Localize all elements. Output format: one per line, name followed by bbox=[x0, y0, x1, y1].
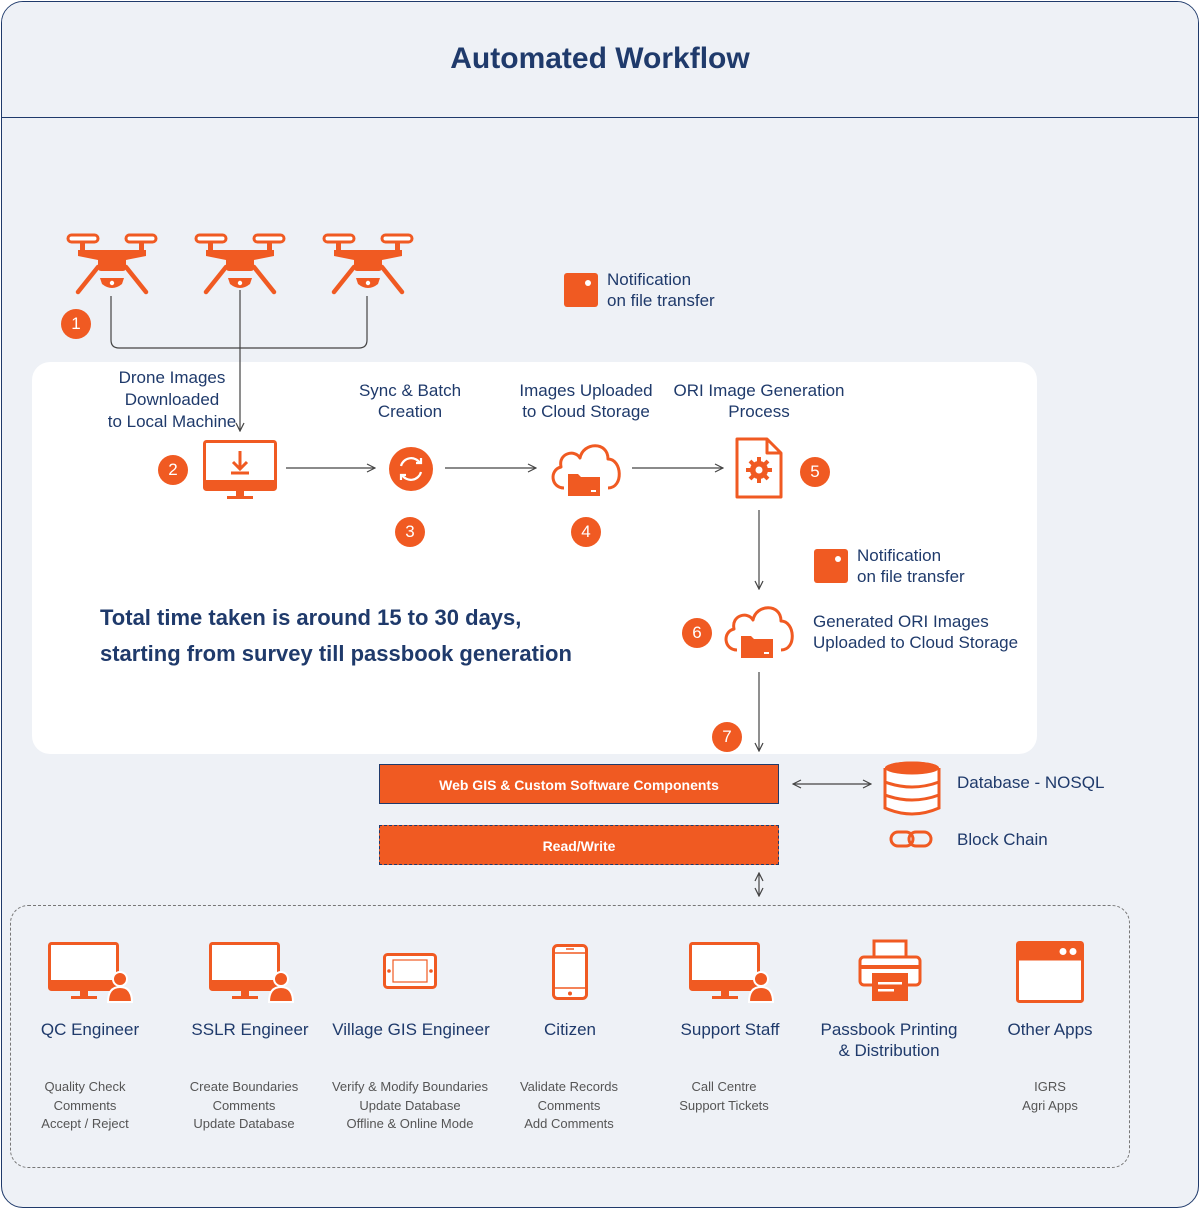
total-time-notice: Total time taken is around 15 to 30 days… bbox=[100, 605, 572, 666]
step-number-4: 4 bbox=[571, 517, 601, 547]
database-icon bbox=[883, 761, 941, 816]
database-label: Database - NOSQL bbox=[957, 773, 1105, 792]
drone-icon bbox=[194, 233, 286, 295]
step-number-5: 5 bbox=[800, 457, 830, 487]
drone-icon bbox=[66, 233, 158, 295]
step-number-3: 3 bbox=[395, 517, 425, 547]
download-monitor-icon bbox=[203, 440, 277, 499]
drone-bracket-line bbox=[110, 296, 368, 349]
user-title-support-staff: Support Staff bbox=[680, 1020, 780, 1039]
step-number-7: 7 bbox=[712, 722, 742, 752]
monitor-user-icon bbox=[209, 942, 295, 1003]
monitor-user-icon bbox=[689, 942, 775, 1003]
notification-icon bbox=[814, 549, 848, 583]
user-title-village-gis-engineer: Village GIS Engineer bbox=[332, 1020, 490, 1039]
phone-icon bbox=[552, 944, 588, 1000]
step-number-2: 2 bbox=[158, 455, 188, 485]
document-gear-icon bbox=[735, 437, 783, 499]
web-gis-bar: Web GIS & Custom Software Components bbox=[379, 764, 779, 804]
drone-icon bbox=[322, 233, 414, 295]
user-title-qc-engineer: QC Engineer bbox=[40, 1020, 140, 1039]
notification-icon bbox=[564, 273, 598, 307]
sync-icon bbox=[389, 447, 433, 491]
users-container bbox=[10, 905, 1130, 1168]
header: Automated Workflow bbox=[2, 2, 1198, 118]
process-panel bbox=[32, 362, 1037, 754]
blockchain-label: Block Chain bbox=[957, 830, 1048, 849]
printer-icon bbox=[858, 939, 922, 1001]
cloud-folder-icon bbox=[551, 444, 621, 496]
user-title-sslr-engineer: SSLR Engineer bbox=[191, 1020, 309, 1039]
step-number-6: 6 bbox=[682, 618, 712, 648]
page-title: Automated Workflow bbox=[450, 42, 750, 75]
chain-link-icon bbox=[889, 830, 933, 848]
user-title-other-apps: Other Apps bbox=[1007, 1020, 1093, 1039]
cloud-folder-icon bbox=[724, 606, 794, 658]
user-title-passbook-printing: Passbook Printing& Distribution bbox=[820, 1020, 958, 1060]
step-number-1: 1 bbox=[61, 309, 91, 339]
monitor-user-icon bbox=[48, 942, 134, 1003]
read-write-bar: Read/Write bbox=[379, 825, 779, 865]
tablet-icon bbox=[383, 953, 437, 989]
browser-window-icon bbox=[1016, 941, 1084, 1003]
user-title-citizen: Citizen bbox=[544, 1020, 596, 1039]
